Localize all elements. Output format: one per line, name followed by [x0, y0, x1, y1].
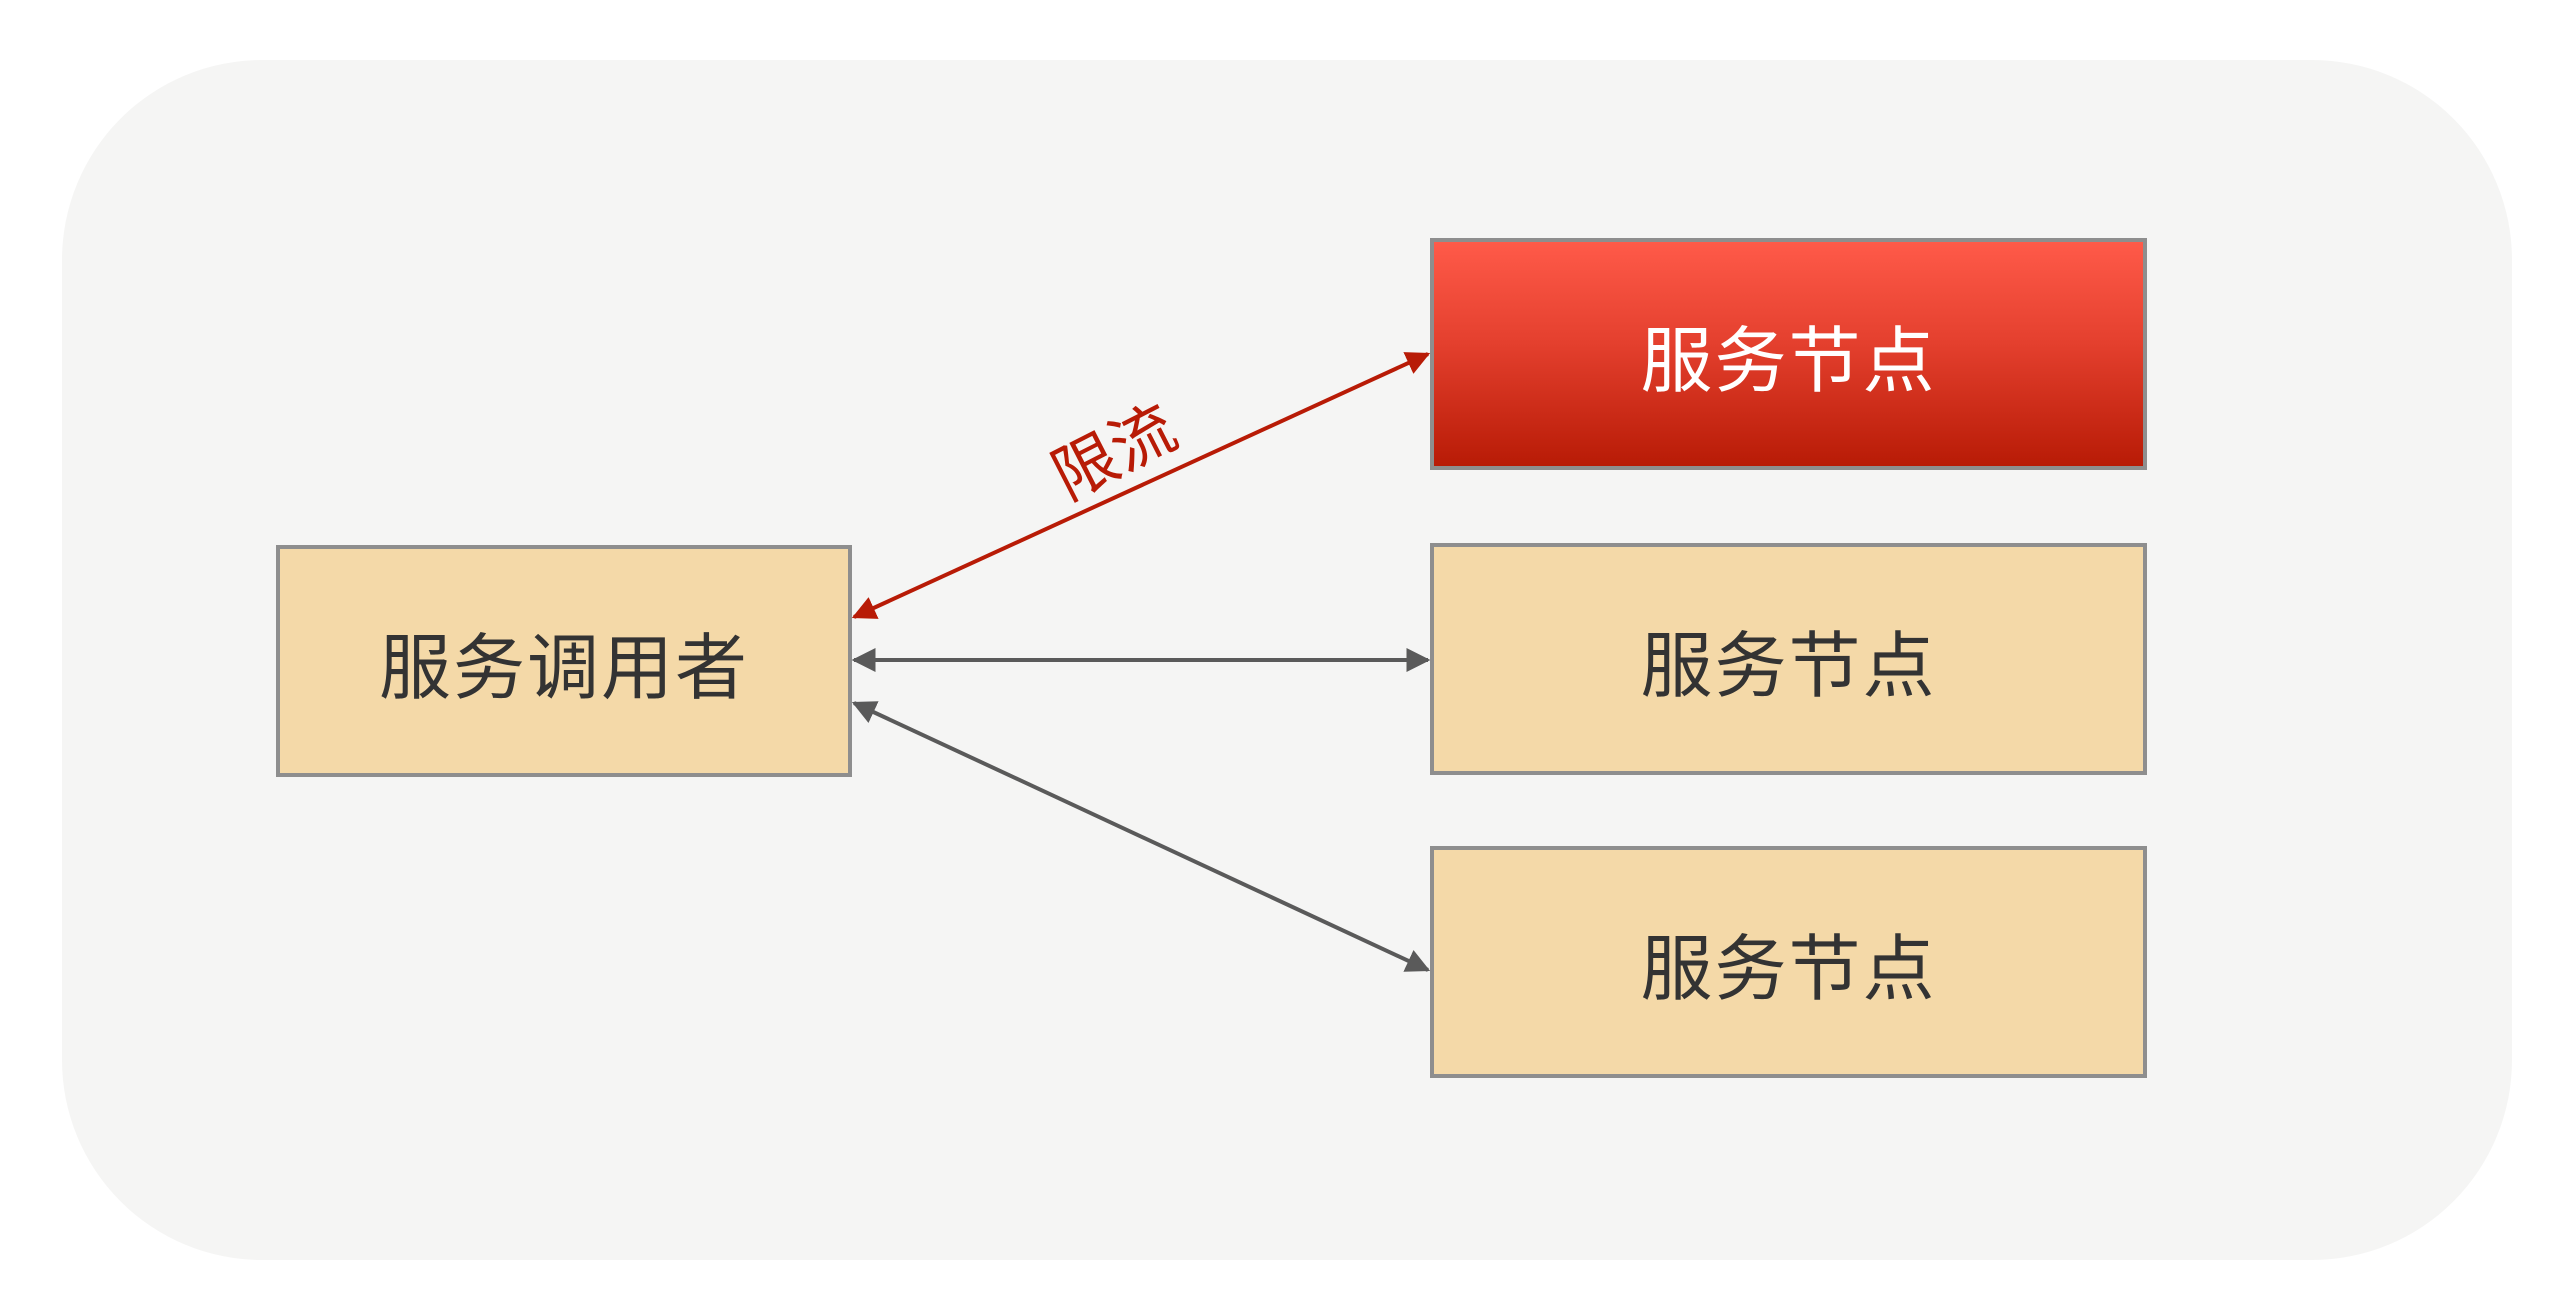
- service-node-label: 服务节点: [1640, 926, 1937, 1011]
- service-node: 服务节点: [1430, 543, 2147, 775]
- edge-caller-service-1-rate-limited: [851, 352, 1431, 619]
- service-node-rate-limited: 服务节点: [1430, 238, 2147, 470]
- service-caller-node: 服务调用者: [276, 545, 852, 777]
- edge-caller-service-3: [851, 701, 1431, 972]
- service-node-label: 服务节点: [1640, 623, 1937, 708]
- service-caller-label: 服务调用者: [378, 625, 749, 710]
- service-node-label: 服务节点: [1640, 318, 1937, 403]
- service-node: 服务节点: [1430, 846, 2147, 1078]
